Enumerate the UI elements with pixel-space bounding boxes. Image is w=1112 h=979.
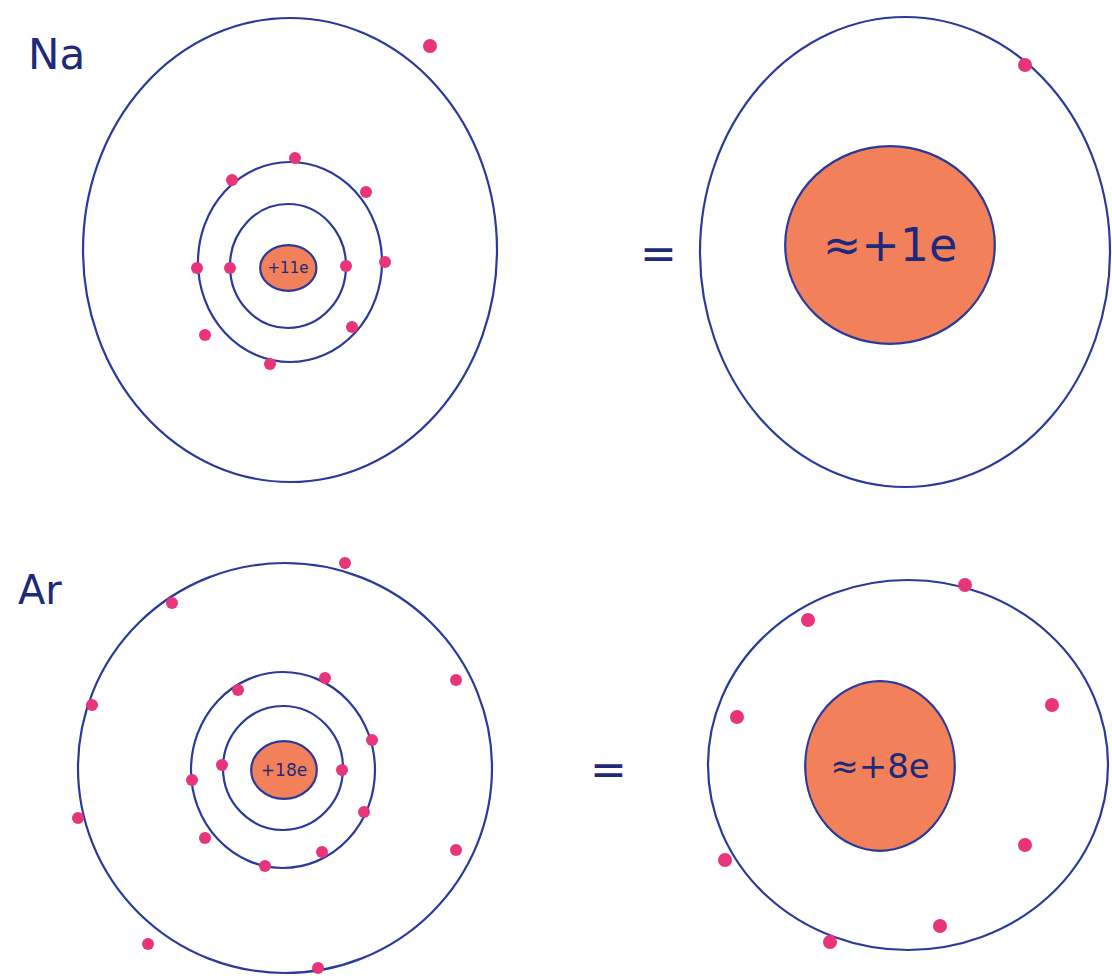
element-symbol: Ar	[18, 570, 62, 610]
effective-core: ≈+1e	[784, 145, 996, 345]
nucleus-circle: +18e	[250, 740, 318, 800]
charge-label: +18e	[261, 762, 307, 779]
charge-label: +11e	[268, 261, 309, 276]
equals-sign: =	[590, 748, 627, 792]
nucleus-circle: +11e	[259, 244, 318, 292]
charge-label: ≈+1e	[823, 222, 958, 268]
equals-sign: =	[640, 232, 677, 276]
element-symbol: Na	[28, 34, 85, 76]
charge-label: ≈+8e	[830, 749, 930, 783]
effective-core: ≈+8e	[804, 680, 956, 852]
